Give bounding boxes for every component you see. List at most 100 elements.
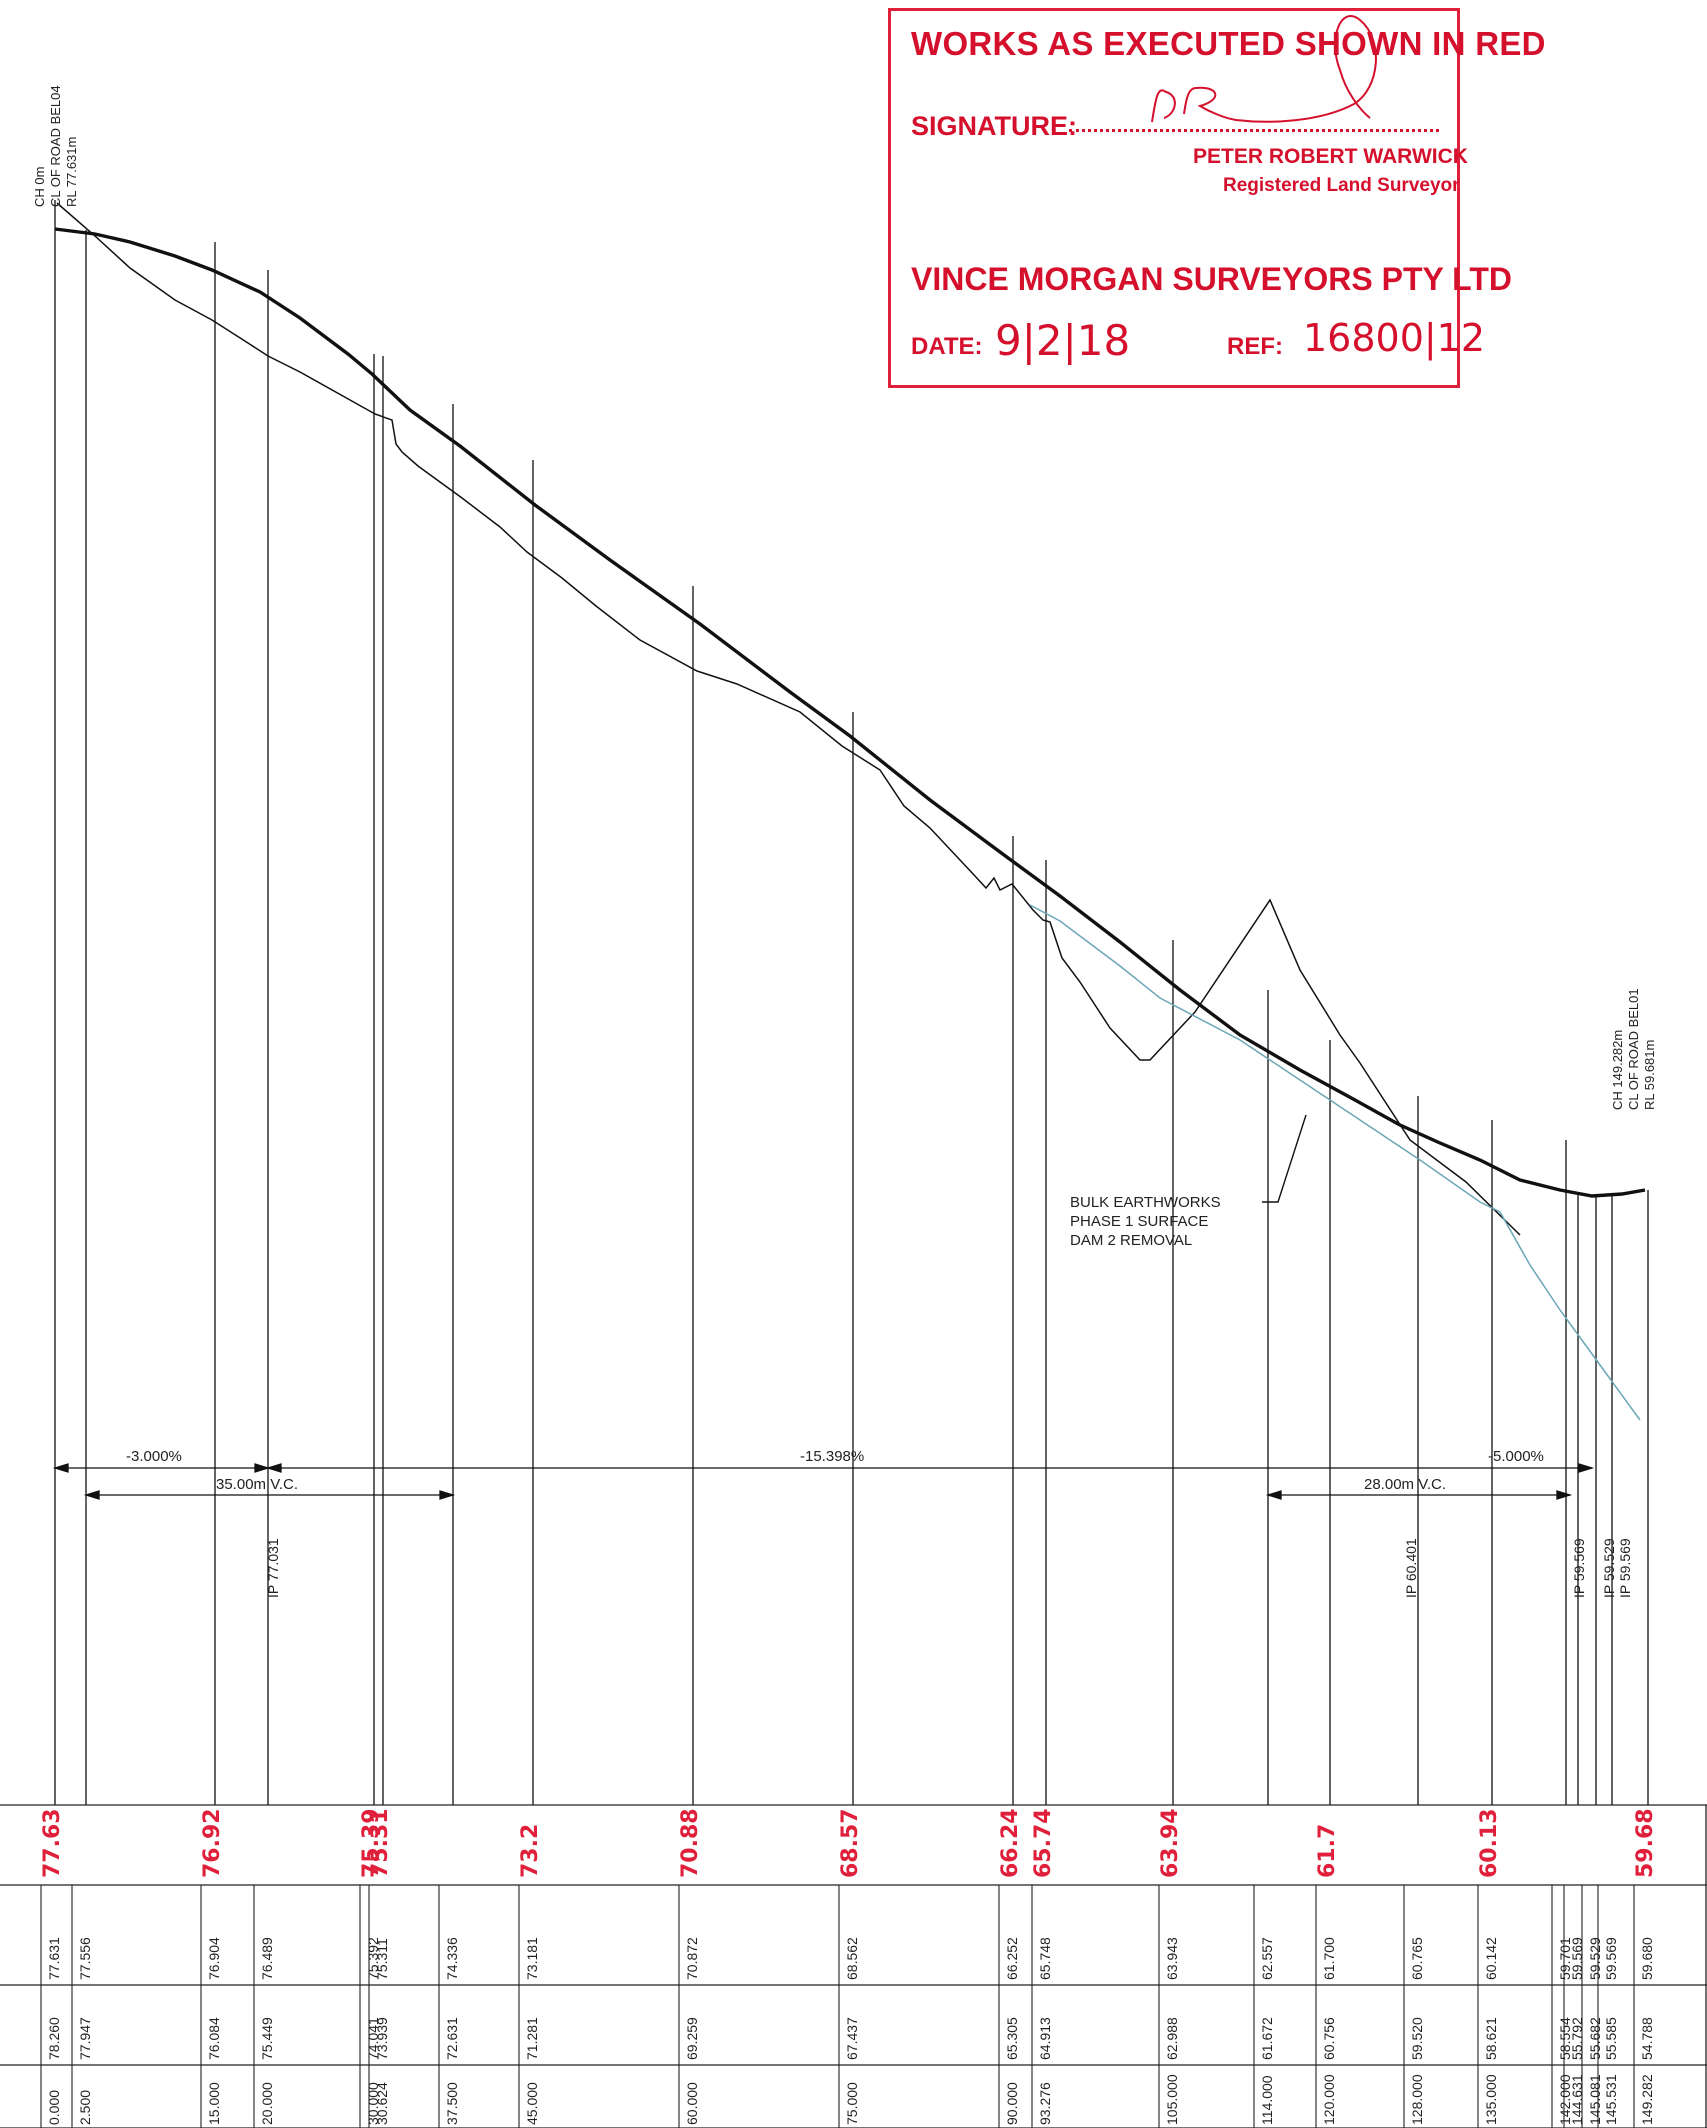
as-executed-value: 65.74 — [1031, 1808, 1056, 1878]
existing-cell: 55.682 — [1587, 2017, 1603, 2060]
end-label-line-2: CL OF ROAD BEL01 — [1626, 988, 1641, 1110]
existing-value: 55.792 — [1569, 2017, 1585, 2060]
existing-cell: 71.281 — [524, 2017, 540, 2060]
design-cell: 66.252 — [1004, 1937, 1020, 1980]
existing-value: 77.947 — [77, 2017, 93, 2060]
as-executed-value: 68.57 — [838, 1808, 863, 1878]
design-value: 65.748 — [1037, 1937, 1053, 1980]
existing-cell: 55.585 — [1603, 2017, 1619, 2060]
start-label-line-1: CH 0m — [32, 167, 47, 207]
chainage-cell: 120.000 — [1321, 2074, 1337, 2125]
chainage-value: 114.000 — [1259, 2075, 1275, 2125]
vertical-curve-2: 28.00m V.C. — [1364, 1476, 1446, 1493]
chainage-value: 145.081 — [1587, 2074, 1603, 2125]
design-value: 75.311 — [374, 1938, 390, 1980]
svg-text:IP 60.401: IP 60.401 — [1403, 1538, 1419, 1598]
chainage-cell: 37.500 — [444, 2082, 460, 2125]
as-executed-cell: 60.13 — [1477, 1808, 1502, 1878]
chainage-cell: 45.000 — [524, 2082, 540, 2125]
design-cell: 76.489 — [259, 1937, 275, 1980]
design-cell: 76.904 — [206, 1937, 222, 1980]
existing-value: 64.913 — [1037, 2017, 1053, 2060]
chainage-value: 93.276 — [1037, 2082, 1053, 2125]
design-value: 76.489 — [259, 1937, 275, 1980]
chainage-cell: 142.000 — [1557, 2074, 1573, 2125]
design-cell: 59.529 — [1587, 1937, 1603, 1980]
chainage-cell: 75.000 — [844, 2082, 860, 2125]
chainage-value: 75.000 — [844, 2082, 860, 2125]
design-value: 60.765 — [1409, 1937, 1425, 1980]
existing-value: 54.788 — [1639, 2017, 1655, 2060]
station-lines — [54, 200, 1649, 1805]
chainage-value: 90.000 — [1004, 2082, 1020, 2125]
annotation-text-2: PHASE 1 SURFACE — [1070, 1213, 1208, 1230]
works-as-executed-stamp: WORKS AS EXECUTED SHOWN IN RED SIGNATURE… — [888, 8, 1546, 388]
chainage-value: 128.000 — [1409, 2074, 1425, 2125]
design-cell: 59.569 — [1569, 1937, 1585, 1980]
chainage-value: 0.000 — [46, 2090, 62, 2125]
chainage-value: 60.000 — [684, 2082, 700, 2125]
existing-cell: 75.449 — [259, 2017, 275, 2060]
design-cell: 70.872 — [684, 1937, 700, 1980]
design-value: 59.680 — [1639, 1937, 1655, 1980]
existing-cell: 64.913 — [1037, 2017, 1053, 2060]
existing-value: 55.682 — [1587, 2017, 1603, 2060]
existing-value: 69.259 — [684, 2017, 700, 2060]
existing-cell: 77.947 — [77, 2017, 93, 2060]
signature-line — [1069, 129, 1439, 132]
as-executed-cell: 63.94 — [1158, 1808, 1183, 1878]
design-cell: 77.631 — [46, 1937, 62, 1980]
as-executed-cell: 76.92 — [200, 1808, 225, 1878]
design-value: 61.700 — [1321, 1937, 1337, 1980]
as-executed-cell: 70.88 — [678, 1808, 703, 1878]
as-executed-value: 61.7 — [1315, 1824, 1340, 1878]
as-executed-value: 75.31 — [368, 1808, 393, 1878]
design-cell: 75.311 — [374, 1938, 390, 1980]
annotation-text-3: DAM 2 REMOVAL — [1070, 1232, 1192, 1249]
chainage-cell: 105.000 — [1164, 2074, 1180, 2125]
data-table: 77.63178.2600.00077.55677.9472.50076.904… — [0, 1804, 1707, 2128]
design-cell: 74.336 — [444, 1937, 460, 1980]
chainage-cell: 135.000 — [1483, 2074, 1499, 2125]
stamp-surveyor-title: Registered Land Surveyor — [1223, 175, 1460, 196]
as-executed-cell: 77.63 — [40, 1808, 65, 1878]
design-cell: 59.680 — [1639, 1937, 1655, 1980]
chainage-cell: 93.276 — [1037, 2082, 1053, 2125]
ip-label-4: IP 59.529 — [1601, 1538, 1617, 1598]
design-cell: 60.765 — [1409, 1937, 1425, 1980]
existing-cell: 69.259 — [684, 2017, 700, 2060]
existing-cell: 62.988 — [1164, 2017, 1180, 2060]
as-executed-cell: 65.74 — [1031, 1808, 1056, 1878]
design-value: 59.701 — [1557, 1937, 1573, 1980]
chainage-cell: 114.000 — [1259, 2075, 1275, 2125]
existing-cell: 61.672 — [1259, 2017, 1275, 2060]
existing-cell: 60.756 — [1321, 2017, 1337, 2060]
existing-cell: 78.260 — [46, 2017, 62, 2060]
design-cell: 59.701 — [1557, 1937, 1573, 1980]
as-executed-value: 73.2 — [518, 1824, 543, 1878]
chainage-cell: 15.000 — [206, 2082, 222, 2125]
vertical-curve-1: 35.00m V.C. — [216, 1476, 298, 1493]
chainage-cell: 145.081 — [1587, 2074, 1603, 2125]
chainage-cell: 144.631 — [1569, 2074, 1585, 2125]
design-value: 60.142 — [1483, 1937, 1499, 1980]
design-value: 74.336 — [444, 1937, 460, 1980]
existing-value: 58.621 — [1483, 2017, 1499, 2060]
stamp-surveyor-name: PETER ROBERT WARWICK — [1193, 145, 1468, 168]
design-cell: 61.700 — [1321, 1937, 1337, 1980]
existing-value: 61.672 — [1259, 2017, 1275, 2060]
design-value: 76.904 — [206, 1937, 222, 1980]
existing-value: 75.449 — [259, 2017, 275, 2060]
as-executed-cell: 75.31 — [368, 1808, 393, 1878]
existing-value: 59.520 — [1409, 2017, 1425, 2060]
as-executed-value: 75.39 — [359, 1808, 384, 1878]
ip-label-2: IP 60.401 — [1403, 1538, 1419, 1598]
existing-value: 55.585 — [1603, 2017, 1619, 2060]
existing-cell: 73.939 — [374, 2017, 390, 2060]
chainage-value: 30.624 — [374, 2082, 390, 2125]
design-cell: 62.557 — [1259, 1937, 1275, 1980]
existing-value: 65.305 — [1004, 2017, 1020, 2060]
existing-value: 60.756 — [1321, 2017, 1337, 2060]
grade-1: -3.000% — [126, 1448, 182, 1465]
chainage-value: 15.000 — [206, 2082, 222, 2125]
